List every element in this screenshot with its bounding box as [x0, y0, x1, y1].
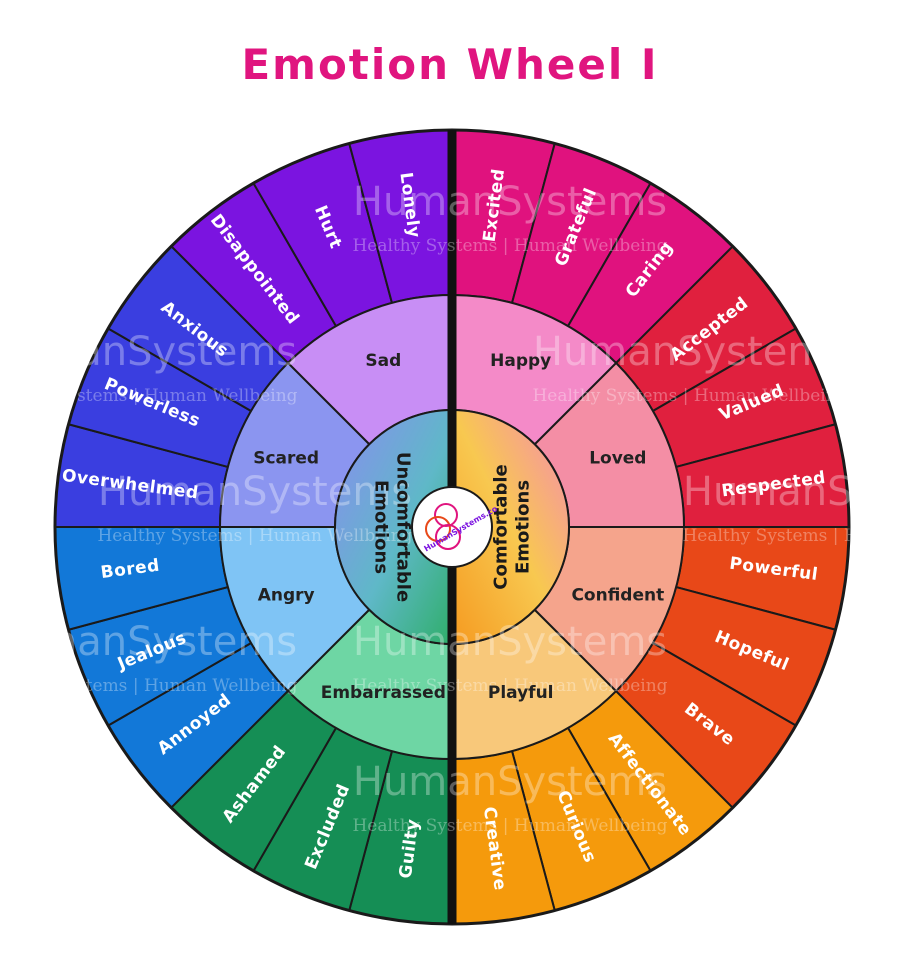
watermark-brand: HumanSystems — [683, 469, 900, 515]
watermark-brand: HumanSystems — [353, 759, 667, 805]
core-label-playful: Playful — [488, 683, 554, 703]
comfortable-label-line: Emotions — [513, 480, 534, 574]
ring-icon — [435, 524, 461, 550]
watermark-brand: HumanSystems — [0, 619, 297, 665]
core-label-embarrassed: Embarrassed — [321, 683, 446, 703]
watermark-brand: HumanSystems — [98, 469, 412, 515]
watermark-tagline: Healthy Systems | Human Wellbeing — [0, 386, 298, 406]
core-emotion-ring — [218, 293, 686, 761]
watermark-brand: HumanSystems — [353, 619, 667, 665]
core-label-sad: Sad — [365, 351, 401, 371]
logo-circle — [411, 486, 493, 568]
ring-icon — [425, 516, 451, 542]
watermark-tagline: Healthy Systems | Human Wellbeing — [352, 676, 667, 696]
watermark-brand: HumanSystems — [533, 329, 847, 375]
center-logo: HumanSystems.co — [411, 486, 499, 568]
core-label-confident: Confident — [571, 586, 664, 606]
watermark-tagline: Healthy Systems | Human Wellbeing — [532, 386, 847, 406]
watermark-tagline: Healthy Systems | Human Wellbeing — [352, 816, 667, 836]
core-label-happy: Happy — [490, 351, 551, 371]
inner-right-half — [451, 408, 570, 646]
watermark-tagline: Healthy Systems | Human Wellbeing — [97, 526, 412, 546]
watermark-brand: HumanSystems — [353, 179, 667, 225]
core-label-loved: Loved — [589, 448, 646, 468]
core-label-scared: Scared — [253, 448, 319, 468]
uncomfortable-label-line: Uncomfortable — [393, 452, 414, 602]
core-label-angry: Angry — [258, 586, 315, 606]
watermark-tagline: Healthy Systems | Human Wellbeing — [682, 526, 900, 546]
page-title: Emotion Wheel I — [241, 40, 659, 89]
inner-left-half — [334, 408, 453, 646]
uncomfortable-label-line: Emotions — [371, 480, 392, 574]
watermark-brand: HumanSystems — [0, 329, 297, 375]
comfortable-label-line: Comfortable — [491, 464, 512, 589]
watermark-tagline: Healthy Systems | Human Wellbeing — [352, 236, 667, 256]
inner-circle — [334, 130, 570, 924]
watermark-tagline: Healthy Systems | Human Wellbeing — [0, 676, 298, 696]
